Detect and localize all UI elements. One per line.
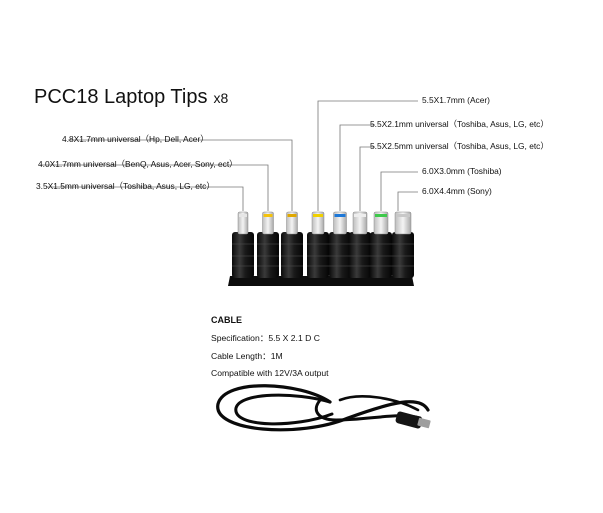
tip-color-band [396,214,410,217]
title-quantity: x8 [213,90,229,106]
laptop-tip-5 [349,211,371,278]
tip-label-6: 6.0X3.0mm (Toshiba) [422,166,502,176]
leader-lines [40,100,418,211]
cable-compatibility: Compatible with 12V/3A output [211,368,329,378]
tip-color-band [263,214,273,217]
leader-line-7 [397,191,418,211]
leader-line-5 [359,146,375,211]
laptop-tip-4 [329,211,351,278]
leader-line-6 [380,171,418,211]
tip-color-band [334,214,346,217]
tip-label-7: 6.0X4.4mm (Sony) [422,186,492,196]
cable-plug [395,411,431,429]
cable-specification: Specification：5.5 X 2.1 D C [211,333,320,343]
leader-line-4 [339,124,375,211]
tip-label-2: 4.8X1.7mm universal（Hp, Dell, Acer） [62,134,209,144]
laptop-tip-2 [281,211,303,278]
leader-line-1 [40,164,269,211]
tip-color-band [239,214,247,217]
tip-color-band [375,214,387,217]
tip-color-band [354,214,366,217]
laptop-tips [232,211,414,278]
leader-line-3 [317,100,418,211]
title-text: PCC18 Laptop Tips [34,86,208,108]
laptop-tip-7 [392,211,414,278]
coiled-cable [216,384,430,432]
cable-heading: CABLE [211,315,242,325]
laptop-tip-0 [232,211,254,278]
leader-line-0 [46,186,244,211]
tip-holder-strip [228,276,414,286]
tip-label-5: 5.5X2.5mm universal（Toshiba, Asus, LG, e… [370,141,549,151]
tip-label-3: 5.5X1.7mm (Acer) [422,95,490,105]
cable-length: Cable Length：1M [211,351,283,361]
page-title: PCC18 Laptop Tips x8 [34,86,228,109]
tip-color-band [287,214,297,217]
tip-label-4: 5.5X2.1mm universal（Toshiba, Asus, LG, e… [370,119,549,129]
tip-color-band [313,214,323,217]
tip-label-1: 4.0X1.7mm universal（BenQ, Asus, Acer, So… [38,159,238,169]
laptop-tip-6 [370,211,392,278]
laptop-tip-1 [257,211,279,278]
laptop-tip-3 [307,211,329,278]
leader-line-2 [68,139,293,211]
tip-label-0: 3.5X1.5mm universal（Toshiba, Asus, LG, e… [36,181,215,191]
